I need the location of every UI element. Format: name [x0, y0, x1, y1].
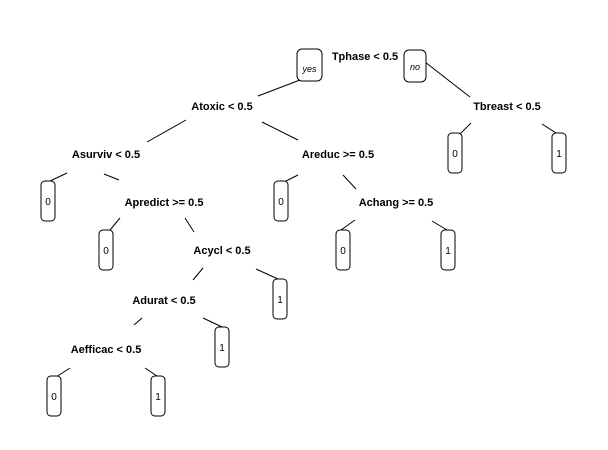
leaf-value: 1 [556, 149, 562, 160]
node-label: Tbreast < 0.5 [473, 101, 541, 113]
edge-adurat-right [202, 317, 223, 328]
leaf-value: 0 [103, 246, 109, 257]
branch-tag-no: no [403, 49, 427, 83]
branch-tag-yes: yes [296, 48, 323, 82]
node-label: Tphase < 0.5 [332, 51, 398, 63]
node-label: Apredict >= 0.5 [125, 197, 204, 209]
edge-asurviv-left [47, 172, 68, 183]
leaf-node: 1 [440, 229, 456, 271]
node-label: Areduc >= 0.5 [302, 149, 374, 161]
leaf-value: 0 [45, 197, 51, 208]
leaf-value: 0 [452, 149, 458, 160]
split-labels: Tphase < 0.5 Atoxic < 0.5 Tbreast < 0.5 … [71, 51, 541, 356]
leaf-node: 0 [447, 132, 463, 174]
edge-adurat-left [133, 317, 143, 326]
edge-atoxic-left [146, 119, 187, 143]
edge-acycl-right [255, 268, 279, 280]
leaf-value: 0 [278, 197, 284, 208]
edge-root-yes [257, 79, 301, 97]
edge-tbreast-right [541, 123, 557, 134]
node-label: Achang >= 0.5 [359, 197, 434, 209]
leaf-value: 1 [445, 246, 451, 257]
leaf-node: 1 [551, 132, 567, 174]
node-label: Adurat < 0.5 [132, 295, 195, 307]
leaf-value: 1 [277, 295, 283, 306]
branch-tag-yes-label: yes [301, 64, 317, 74]
branch-tag-no-label: no [410, 62, 420, 72]
edge-aefficac-right [144, 367, 158, 377]
leaf-node: 0 [273, 180, 289, 222]
edge-atoxic-right [261, 121, 299, 141]
tree-edges [47, 61, 557, 378]
leaf-node: 0 [335, 229, 351, 271]
edge-areduc-right [342, 174, 357, 190]
node-label: Atoxic < 0.5 [191, 101, 252, 113]
node-label: Asurviv < 0.5 [72, 149, 140, 161]
leaf-node: 0 [46, 375, 62, 417]
node-label: Aefficac < 0.5 [71, 344, 142, 356]
leaf-value: 0 [340, 246, 346, 257]
node-label: Acycl < 0.5 [193, 245, 250, 257]
edge-root-no [424, 61, 471, 98]
leaf-node: 0 [40, 180, 56, 222]
leaf-value: 1 [219, 343, 225, 354]
leaf-node: 1 [150, 375, 166, 417]
edge-acycl-left [192, 267, 204, 281]
edge-aefficac-left [55, 367, 71, 378]
leaf-node: 1 [214, 326, 230, 368]
leaf-node: 1 [272, 278, 288, 320]
edge-achang-left [340, 219, 356, 231]
leaf-nodes: 0 1 0 0 0 0 1 1 [40, 132, 567, 417]
edge-achang-right [431, 220, 448, 231]
leaf-value: 0 [51, 392, 57, 403]
leaf-value: 1 [155, 392, 161, 403]
edge-asurviv-right [103, 173, 120, 181]
edge-apredict-right [184, 217, 195, 233]
edge-apredict-left [109, 217, 121, 231]
leaf-node: 0 [98, 229, 114, 271]
edge-tbreast-left [459, 122, 472, 135]
